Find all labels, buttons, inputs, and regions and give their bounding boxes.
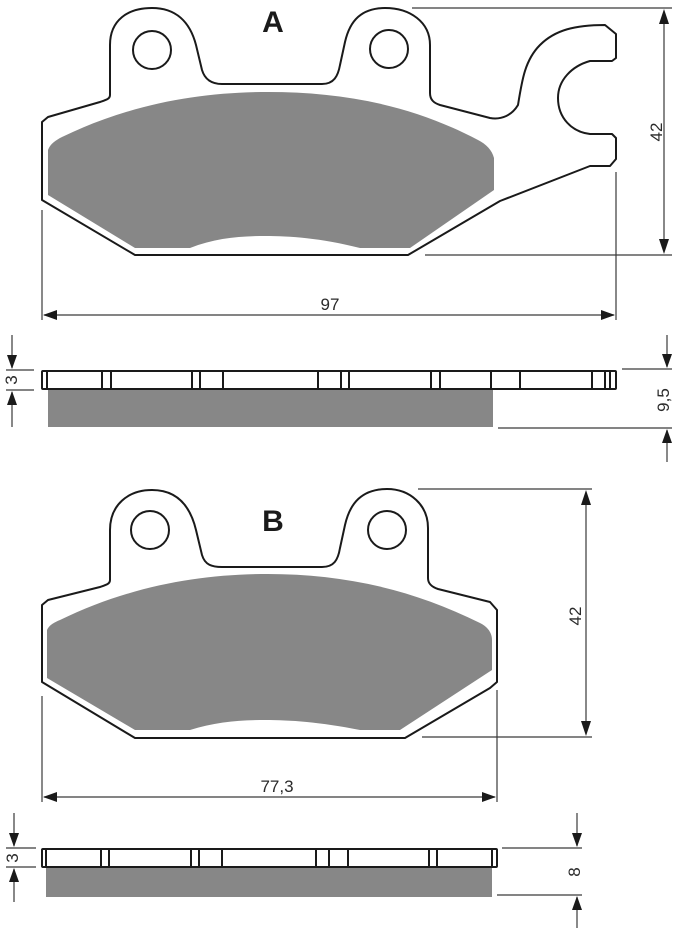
pad-b-mount-hole-right xyxy=(367,510,407,550)
arrow-down-icon xyxy=(659,239,669,254)
arrow-up-icon xyxy=(9,868,19,882)
pad-a-total-thickness-dim: 9,5 xyxy=(654,388,673,412)
pad-a-side-view: 3 9,5 xyxy=(2,335,673,462)
pad-b-width-dim: 77,3 xyxy=(260,777,293,796)
arrow-down-icon xyxy=(662,354,672,368)
arrow-right-icon xyxy=(601,310,615,320)
pad-b-total-thickness-dim: 8 xyxy=(565,867,584,876)
arrow-up-icon xyxy=(662,429,672,443)
pad-a-label: A xyxy=(262,6,284,39)
arrow-down-icon xyxy=(581,721,591,736)
arrow-left-icon xyxy=(43,310,57,320)
pad-b-side-view: 3 8 xyxy=(3,813,584,928)
pad-a-width-dim: 97 xyxy=(321,295,340,314)
arrow-down-icon xyxy=(7,355,17,369)
arrow-up-icon xyxy=(659,9,669,24)
pad-a-side-plate xyxy=(41,370,617,390)
arrow-up-icon xyxy=(581,490,591,505)
pad-b-friction-material xyxy=(47,574,492,730)
pad-b-plate-thickness-dim: 3 xyxy=(3,853,22,862)
pad-b-label: B xyxy=(262,505,284,538)
pad-b-side-plate xyxy=(41,848,498,868)
pad-b-side-friction xyxy=(46,867,492,897)
pad-a-mount-hole-left xyxy=(132,30,172,70)
arrow-up-icon xyxy=(572,896,582,910)
arrow-down-icon xyxy=(572,833,582,847)
arrow-left-icon xyxy=(43,792,57,802)
pad-a-side-friction xyxy=(48,389,493,427)
pad-a-friction-material xyxy=(48,92,494,248)
pad-a-mount-hole-right xyxy=(369,29,409,69)
pad-a-front-view: A 42 97 xyxy=(41,6,672,320)
pad-b-front-view: B 42 77,3 xyxy=(41,488,592,802)
pad-b-mount-hole-left xyxy=(130,510,170,550)
pad-b-height-dim: 42 xyxy=(566,607,585,626)
arrow-right-icon xyxy=(482,792,496,802)
pad-a-height-dim: 42 xyxy=(647,123,666,142)
arrow-down-icon xyxy=(9,833,19,847)
arrow-up-icon xyxy=(7,391,17,405)
pad-a-plate-thickness-dim: 3 xyxy=(2,375,21,384)
